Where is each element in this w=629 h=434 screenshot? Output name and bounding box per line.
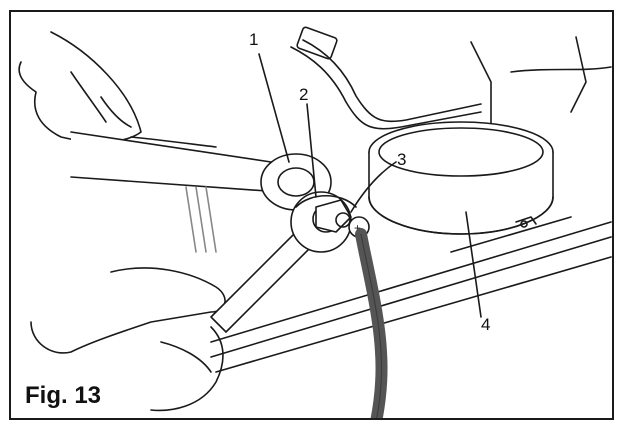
- leader-2: [306, 103, 317, 198]
- leader-1: [258, 53, 290, 163]
- callout-1: 1: [249, 30, 259, 49]
- leader-3: [350, 161, 397, 213]
- hand-lower: [30, 267, 226, 354]
- hand-upper: [18, 31, 142, 143]
- leader-4: [465, 211, 482, 318]
- ground-cable: [355, 228, 388, 418]
- cylinder-part: [368, 121, 554, 235]
- callout-3: 3: [397, 150, 407, 169]
- figure-frame: + 1 2 3 4 Fig. 13: [9, 10, 614, 420]
- housing-outline: [210, 221, 612, 343]
- svg-text:+: +: [354, 221, 361, 235]
- illustration: +: [18, 26, 612, 418]
- terminal-nut: +: [315, 199, 370, 238]
- figure-caption: Fig. 13: [25, 382, 102, 409]
- callout-4: 4: [481, 315, 491, 334]
- pipe: [290, 46, 482, 130]
- wrench-upper: [70, 131, 332, 211]
- callout-2: 2: [299, 85, 309, 104]
